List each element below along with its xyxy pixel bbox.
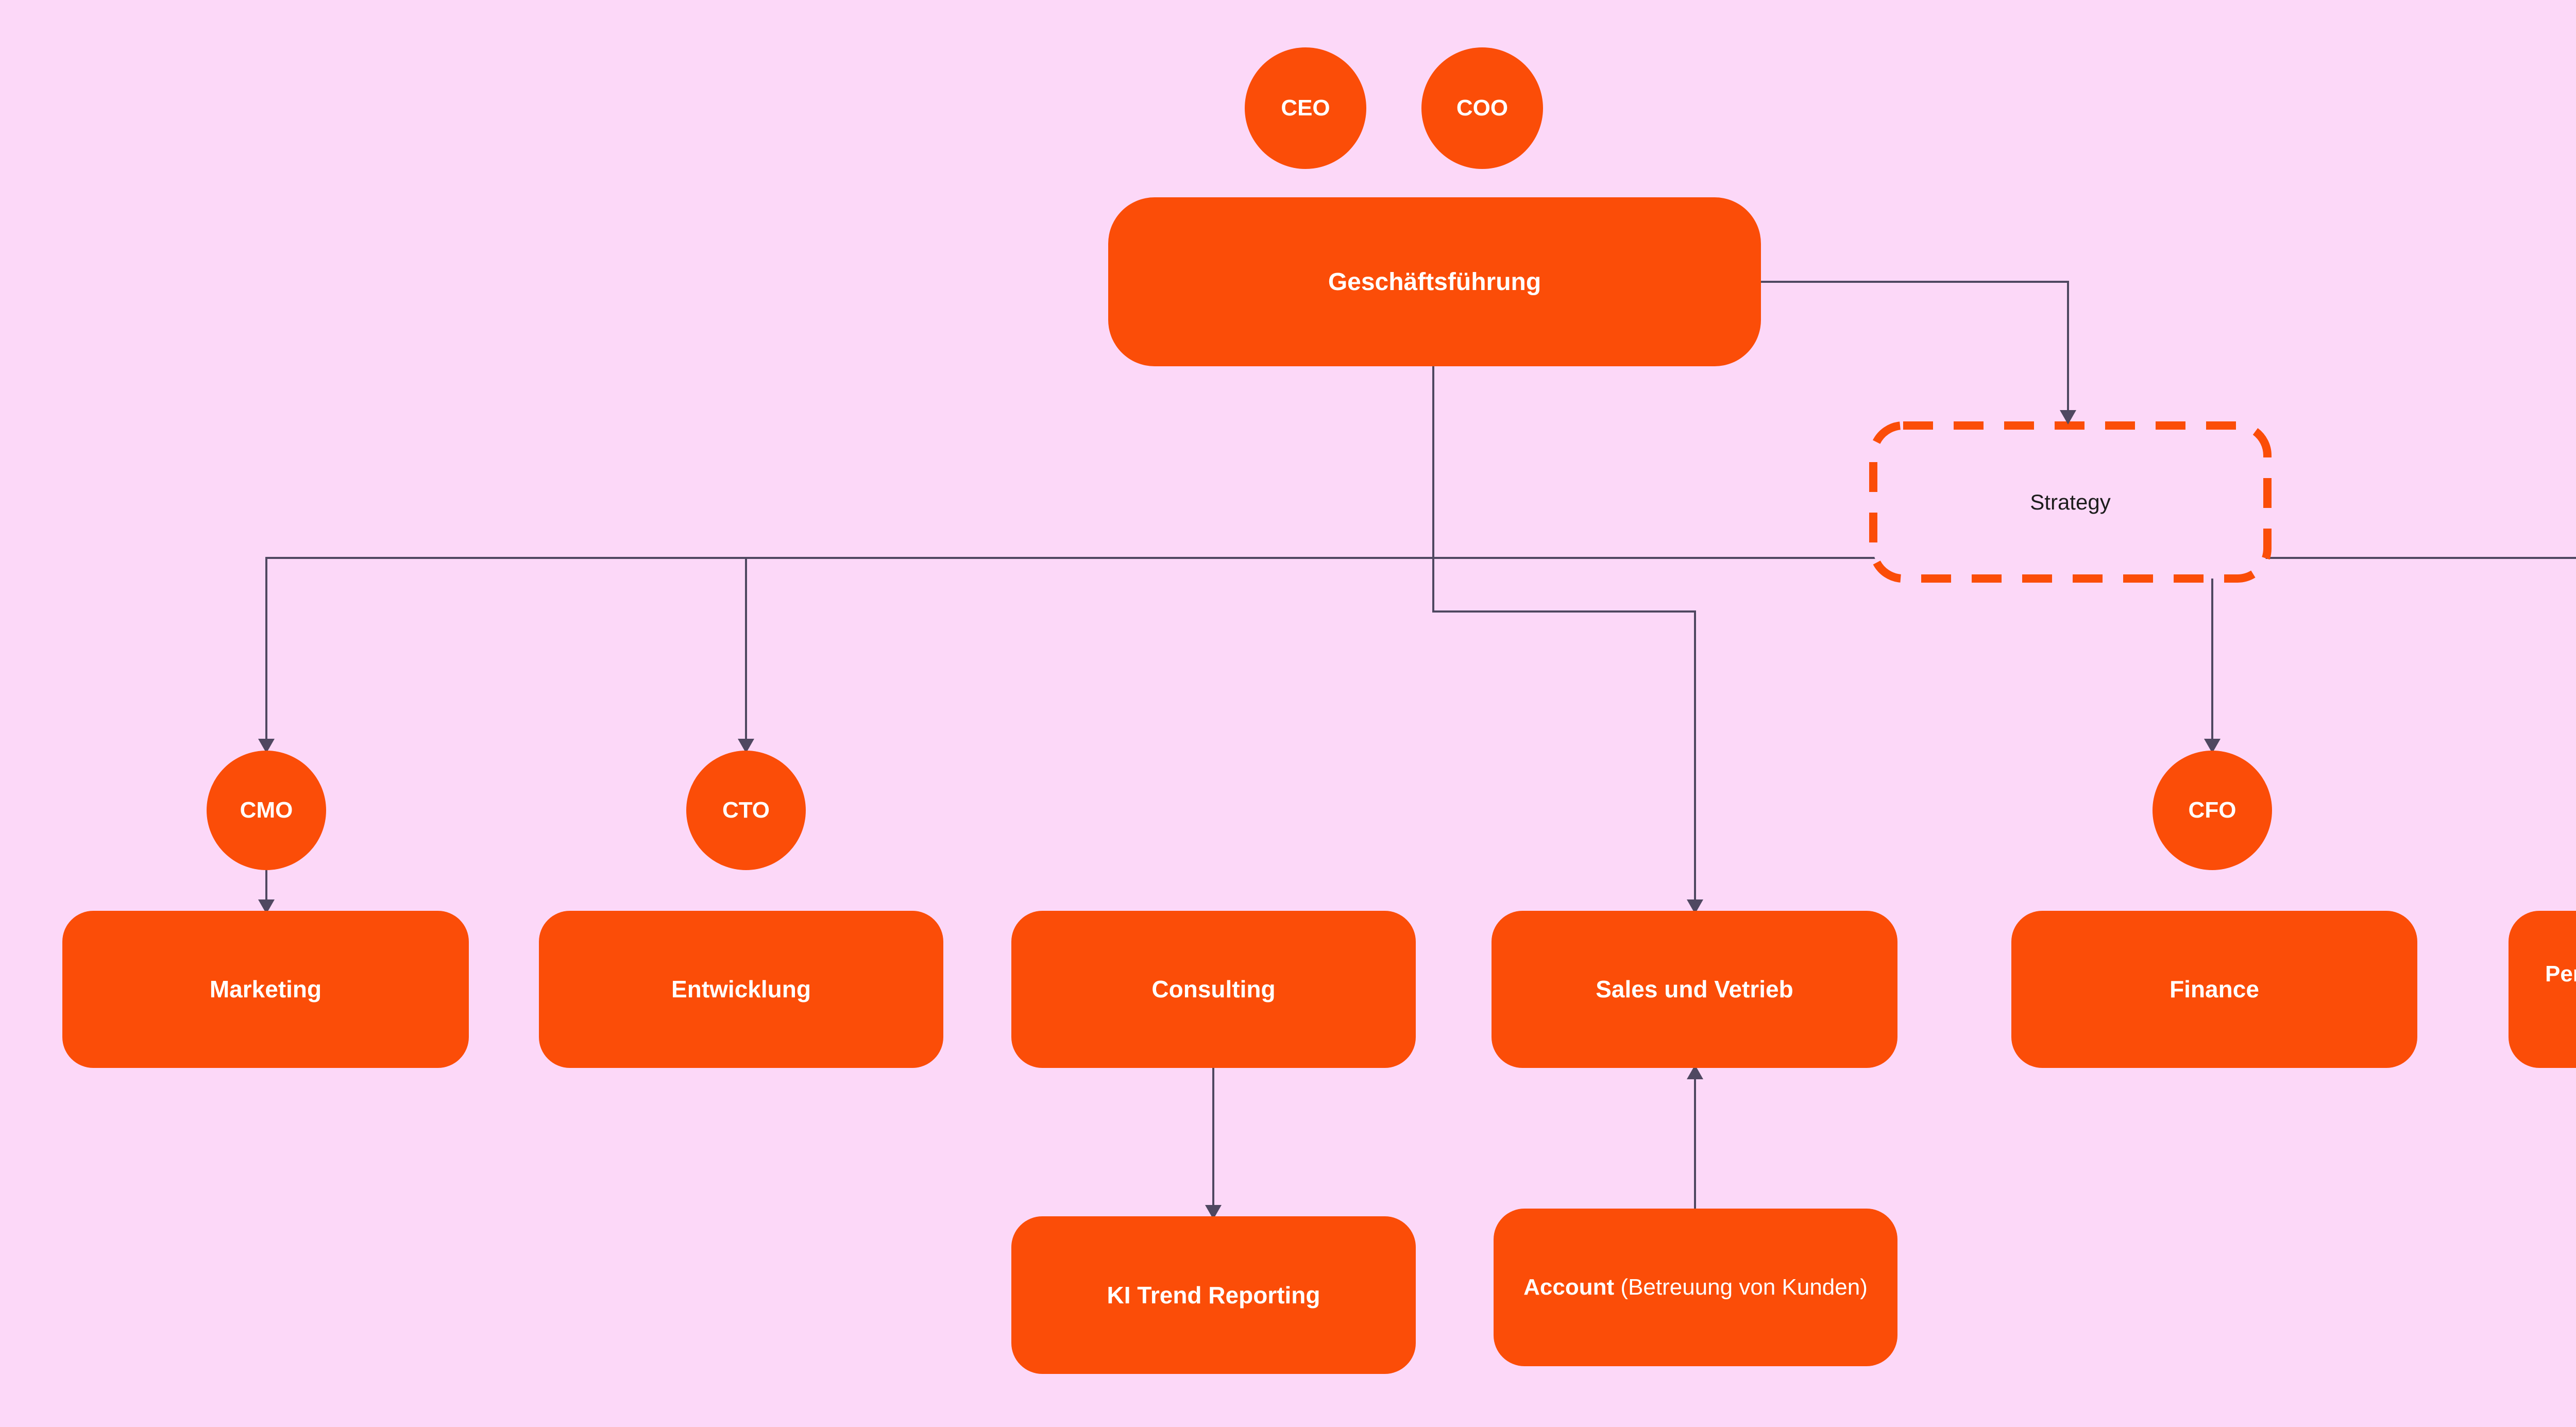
cto-node[interactable]: CTO [686,751,806,870]
arrowhead-cfo [2204,739,2221,753]
sales-label: Sales und Vetrieb [1596,976,1793,1003]
geschaeftsfuehrung-label: Geschäftsführung [1328,268,1541,296]
geschaeftsfuehrung-node[interactable]: Geschäftsführung [1108,197,1761,366]
account-label-detail: (Betreuung von Kunden) [1620,1275,1868,1300]
cmo-node[interactable]: CMO [207,751,326,870]
sales-node[interactable]: Sales und Vetrieb [1492,911,1897,1068]
arrowhead-strategy [2060,410,2076,424]
ki-trend-reporting-node[interactable]: KI Trend Reporting [1011,1216,1416,1374]
personalabteilung-node[interactable]: Personalabteilung (People and Culture) [2509,911,2576,1068]
coo-label: COO [1456,95,1509,121]
arrowhead-cto [738,739,754,753]
arrowhead-sales-bottom-up [1687,1065,1703,1079]
entwicklung-node[interactable]: Entwicklung [539,911,943,1068]
cmo-label: CMO [240,797,293,823]
consulting-node[interactable]: Consulting [1011,911,1416,1068]
ki-trend-reporting-label: KI Trend Reporting [1107,1281,1320,1309]
strategy-node[interactable]: Strategy [1869,421,2272,583]
cfo-node[interactable]: CFO [2153,751,2272,870]
strategy-label: Strategy [2030,489,2111,514]
arrowhead-ki [1205,1205,1222,1219]
marketing-node[interactable]: Marketing [62,911,469,1068]
finance-node[interactable]: Finance [2011,911,2417,1068]
arrowhead-cmo [258,739,275,753]
cfo-label: CFO [2188,797,2236,823]
edge-gf-to-strategy [1761,281,2069,413]
arrowhead-marketing [258,899,275,914]
personalabteilung-label: Personalabteilung (People and Culture) [2545,961,2576,987]
finance-label: Finance [2170,976,2259,1003]
arrowhead-sales-top [1687,899,1703,914]
strategy-node-border [1869,421,2272,583]
consulting-label: Consulting [1151,976,1276,1003]
marketing-label: Marketing [209,976,322,1003]
ceo-label: CEO [1281,95,1330,121]
edge-gf-to-sales [1432,366,1696,903]
account-node[interactable]: Account (Betreuung von Kunden) [1494,1209,1897,1366]
entwicklung-label: Entwicklung [671,976,811,1003]
account-label-bold: Account [1523,1275,1615,1300]
coo-node[interactable]: COO [1421,47,1543,169]
cto-label: CTO [722,797,770,823]
edge-main-distribution [265,557,2576,742]
ceo-node[interactable]: CEO [1245,47,1366,169]
